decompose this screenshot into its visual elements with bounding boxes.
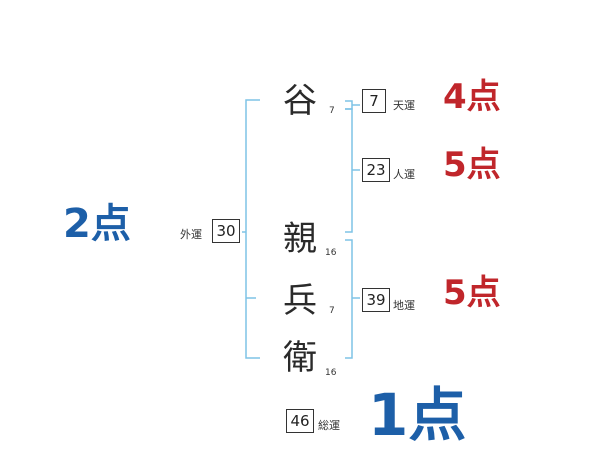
tenun-bracket xyxy=(345,100,353,110)
souun-value-box: 46 xyxy=(286,409,314,433)
name-char-3: 兵 xyxy=(283,281,317,321)
stroke-count-3: 7 xyxy=(329,306,335,316)
gaiun-value-box: 30 xyxy=(212,219,240,243)
chiun-bracket xyxy=(345,239,353,359)
chiun-value-box: 39 xyxy=(362,288,390,312)
tenun-label: 天運 xyxy=(393,99,415,112)
name-char-1: 谷 xyxy=(283,81,317,121)
souun-label: 総運 xyxy=(318,419,340,432)
name-char-2: 親 xyxy=(283,219,317,259)
stroke-count-4: 16 xyxy=(325,368,337,378)
jinun-bracket xyxy=(345,108,353,233)
jinun-score: 5点 xyxy=(443,145,501,185)
tenun-score: 4点 xyxy=(443,77,501,117)
gaiun-score: 2点 xyxy=(63,201,131,247)
jinun-label: 人運 xyxy=(393,168,415,181)
name-char-4: 衛 xyxy=(283,338,317,378)
outer-bracket-left xyxy=(245,99,260,359)
chiun-label: 地運 xyxy=(393,299,415,312)
jinun-value-box: 23 xyxy=(362,158,390,182)
gaiun-label: 外運 xyxy=(180,228,202,241)
stroke-count-1: 7 xyxy=(329,106,335,116)
tenun-value-box: 7 xyxy=(362,89,386,113)
chiun-score: 5点 xyxy=(443,273,501,313)
stroke-count-2: 16 xyxy=(325,248,337,258)
souun-score: 1点 xyxy=(368,381,467,449)
